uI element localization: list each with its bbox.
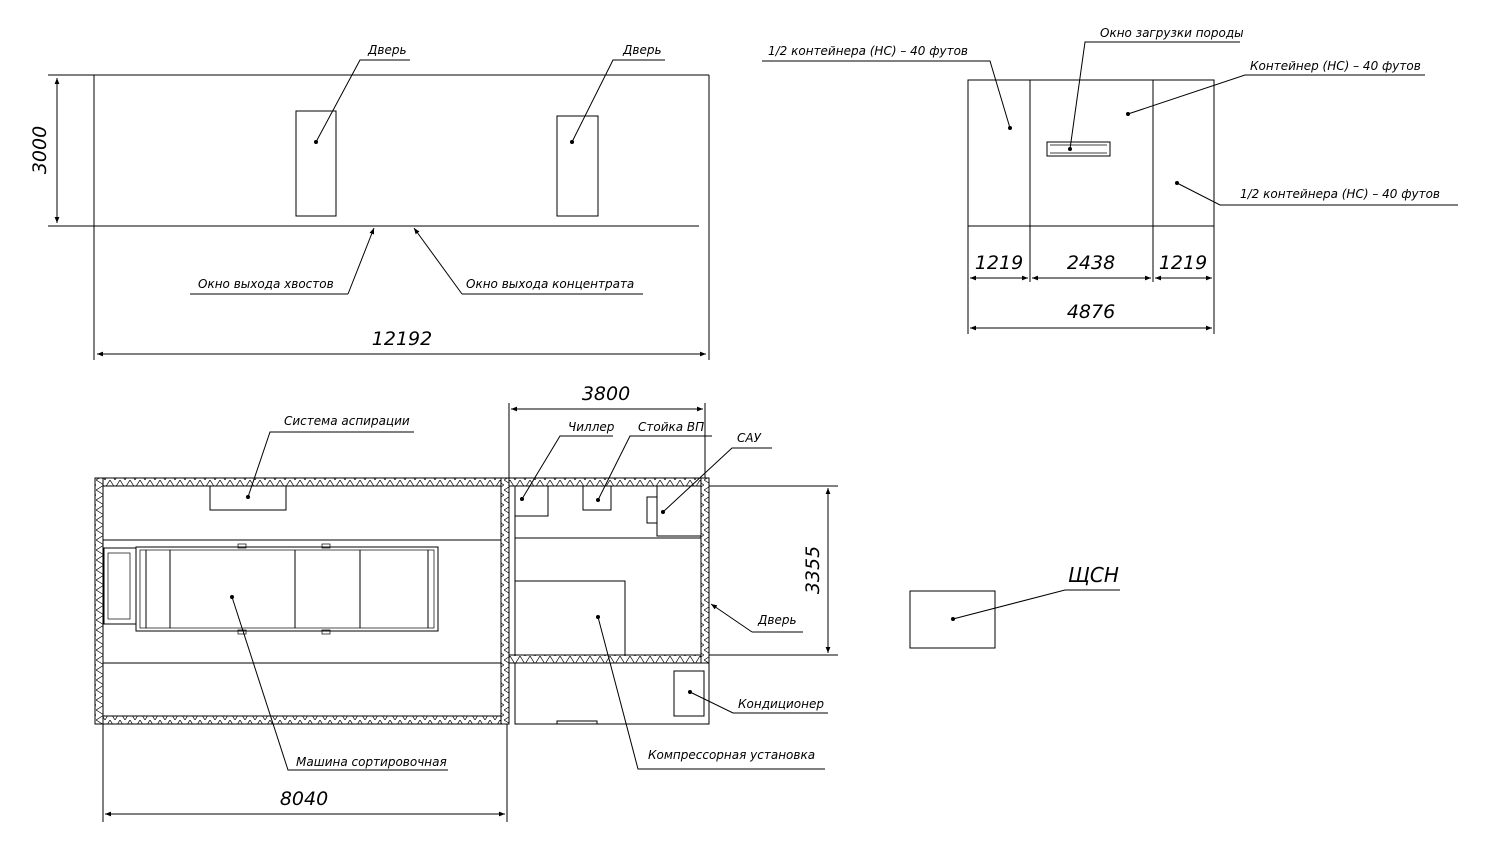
dim-right-label: 1219	[1159, 252, 1207, 274]
dim-total-label: 4876	[1067, 301, 1115, 323]
half-container-left-label: 1/2 контейнера (HC) – 40 футов	[768, 44, 968, 58]
dim-3800-label: 3800	[582, 383, 630, 405]
door-left	[295, 110, 337, 217]
door-left-label: Дверь	[367, 43, 407, 57]
concentrate-window-label: Окно выхода концентрата	[466, 277, 634, 291]
chiller-unit	[514, 485, 549, 517]
container-side-view: 3000 Дверь Дверь Окно выхода хвостов Окн…	[29, 43, 710, 360]
length-dimension-label: 12192	[372, 328, 432, 350]
door-label: Дверь	[757, 613, 797, 627]
sorter-label: Машина сортировочная	[296, 755, 447, 769]
plan-view: Система аспирации Машина сортировочная Ч…	[94, 383, 838, 822]
door-right-label: Дверь	[622, 43, 662, 57]
load-window-label: Окно загрузки породы	[1100, 26, 1244, 40]
sorting-machine	[103, 543, 439, 635]
door-right	[556, 115, 599, 217]
dim-center-label: 2438	[1067, 252, 1115, 274]
shchsn-label: ЩСН	[1068, 563, 1119, 587]
dim-3355-label: 3355	[802, 546, 824, 594]
vp-rack-label: Стойка ВП	[638, 420, 704, 434]
container-center-label: Контейнер (HC) – 40 футов	[1250, 59, 1421, 73]
load-window	[1046, 141, 1111, 157]
vp-rack-unit	[582, 485, 612, 511]
sau-label: САУ	[737, 431, 762, 445]
compressor-unit	[514, 580, 626, 656]
shchsn-panel	[909, 590, 996, 649]
shchsn-panel-group: ЩСН	[909, 563, 1120, 649]
dim-8040-label: 8040	[280, 788, 328, 810]
conditioner-label: Кондиционер	[738, 697, 824, 711]
tailings-window-label: Окно выхода хвостов	[198, 277, 334, 291]
half-container-right-label: 1/2 контейнера (HC) – 40 футов	[1240, 187, 1440, 201]
height-dimension-label: 3000	[29, 126, 51, 174]
container-end-view: Окно загрузки породы 1/2 контейнера (HC)…	[762, 26, 1458, 334]
aspiration-label: Система аспирации	[284, 414, 410, 428]
chiller-label: Чиллер	[568, 420, 615, 434]
dim-left-label: 1219	[975, 252, 1023, 274]
compressor-label: Компрессорная установка	[648, 748, 815, 762]
